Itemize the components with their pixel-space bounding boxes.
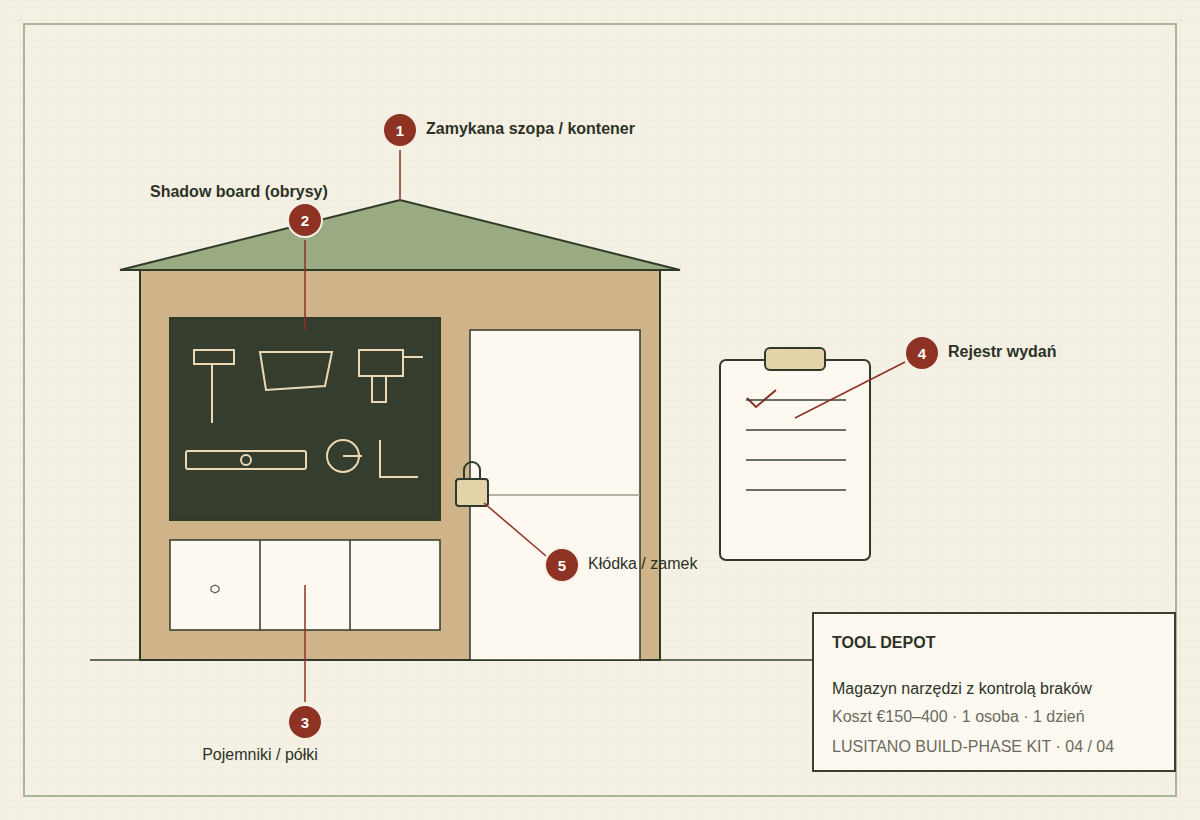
callout-label: Rejestr wydań xyxy=(948,343,1056,361)
callout-marker: 1 xyxy=(382,112,418,148)
callout-label: Kłódka / zamek xyxy=(588,555,697,573)
callout-label: Shadow board (obrysy) xyxy=(150,183,328,201)
card-text: LUSITANO BUILD-PHASE KIT · 04 / 04 xyxy=(832,738,1114,756)
callout-number: 4 xyxy=(918,345,926,362)
callout-number: 5 xyxy=(558,557,566,574)
callout-marker: 5 xyxy=(544,547,580,583)
callout-marker: 2 xyxy=(287,202,323,238)
card-heading: TOOL DEPOT xyxy=(832,634,935,652)
card-text: Koszt €150–400 · 1 osoba · 1 dzień xyxy=(832,708,1085,726)
callout-label: Pojemniki / półki xyxy=(202,746,318,764)
callout-number: 1 xyxy=(396,122,404,139)
callout-marker: 4 xyxy=(904,335,940,371)
callout-number: 2 xyxy=(301,212,309,229)
card-text: Magazyn narzędzi z kontrolą braków xyxy=(832,680,1092,698)
info-card: TOOL DEPOT Magazyn narzędzi z kontrolą br… xyxy=(812,612,1176,772)
callout-number: 3 xyxy=(301,714,309,731)
callout-label: Zamykana szopa / kontener xyxy=(426,120,635,138)
callout-marker: 3 xyxy=(287,704,323,740)
